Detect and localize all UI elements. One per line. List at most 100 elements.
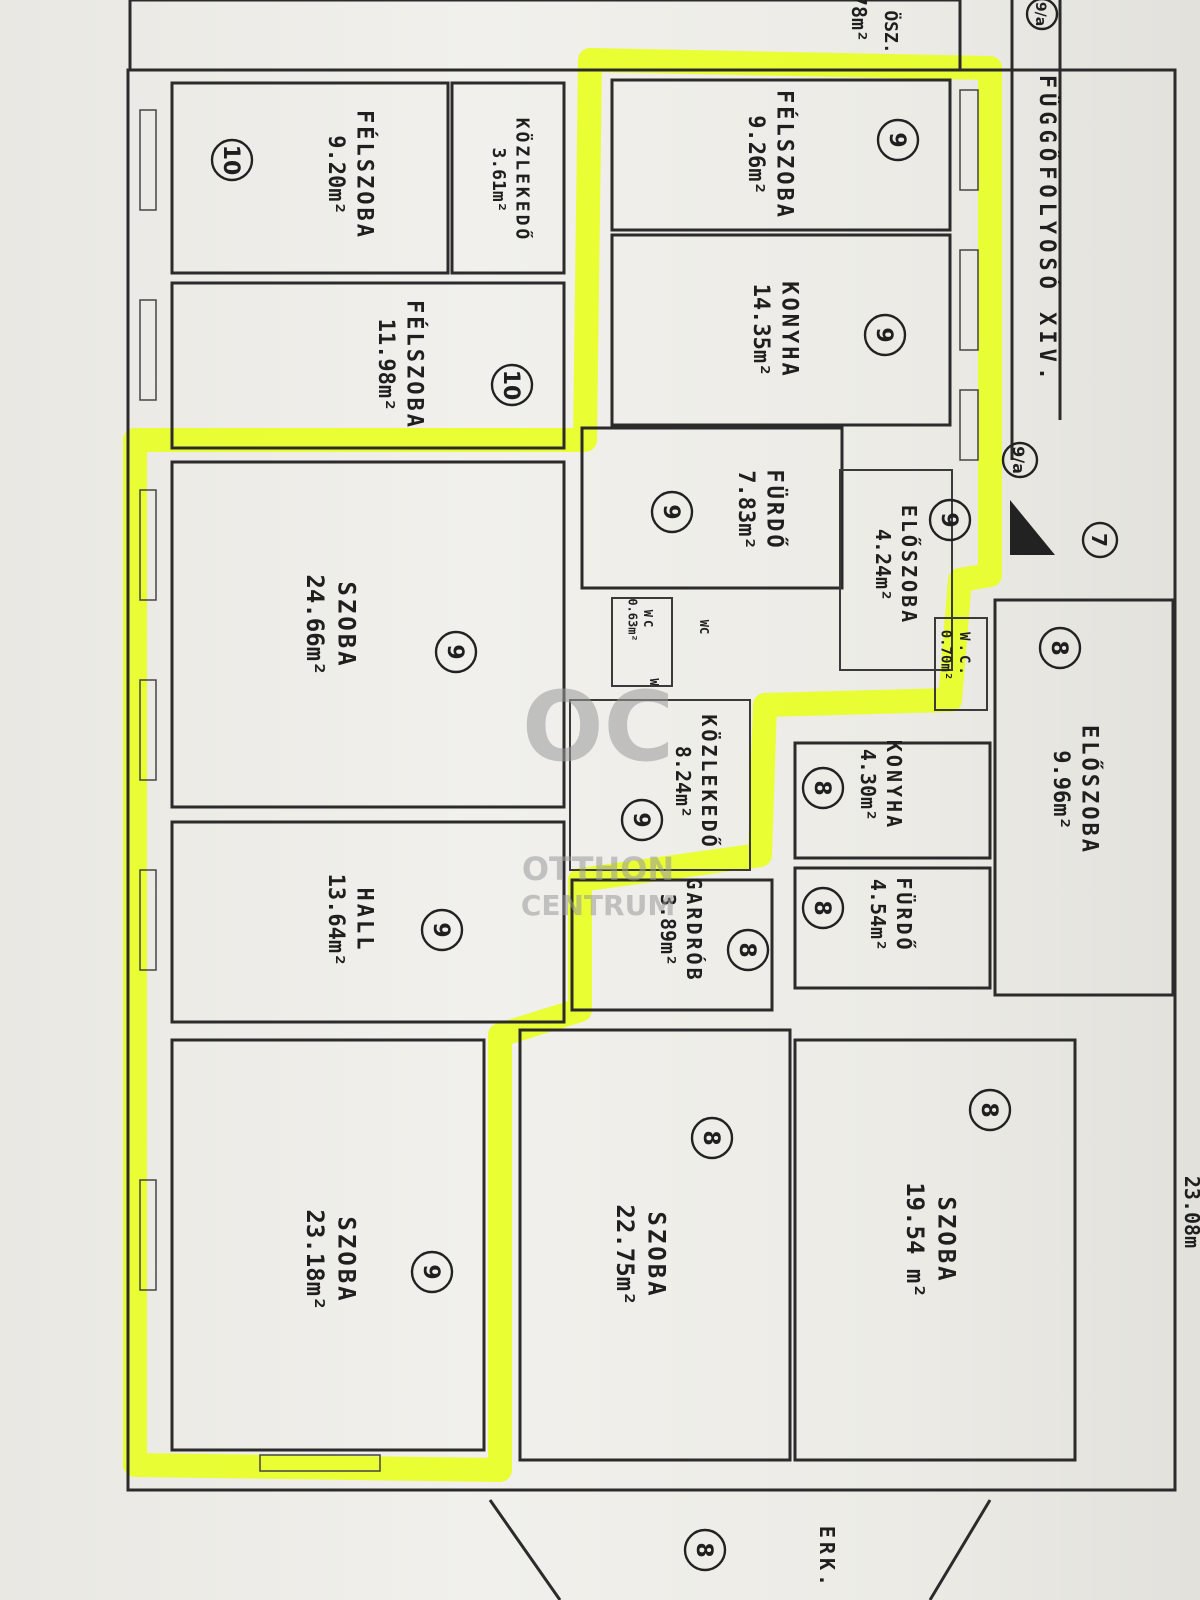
balcony-label: ERK. bbox=[815, 1526, 839, 1590]
wall-felszoba-10b bbox=[170, 281, 566, 450]
wall-gardrob bbox=[570, 878, 774, 1012]
wall-kozlekedo-small bbox=[450, 81, 566, 275]
unit-number: 9 bbox=[936, 512, 961, 527]
wall-top-stub bbox=[128, 0, 962, 72]
unit-number: 8 bbox=[809, 780, 834, 795]
room-area: 14.35m² bbox=[748, 284, 773, 377]
window-5 bbox=[139, 869, 157, 971]
unit-circle bbox=[420, 908, 464, 952]
room-area: 22.75m² bbox=[611, 1204, 639, 1305]
unit-number: 9 bbox=[418, 1264, 443, 1279]
unit-number: 8 bbox=[976, 1102, 1001, 1117]
unit-number: 8 bbox=[698, 1130, 723, 1145]
walls bbox=[126, 0, 1177, 1600]
window-1 bbox=[139, 109, 157, 211]
room-area: 4.54m² bbox=[866, 879, 890, 951]
wc-inner-sub: W bbox=[647, 678, 661, 686]
unit-circle bbox=[968, 1088, 1012, 1132]
room-name: KÖZLEKEDŐ bbox=[511, 118, 533, 243]
wall-wc-8 bbox=[934, 617, 988, 711]
room-name: GARDRÓB bbox=[682, 877, 706, 982]
room-name: ELŐSZOBA bbox=[1077, 725, 1103, 855]
room-name: FÉLSZOBA bbox=[772, 90, 798, 220]
unit-number: 8 bbox=[734, 942, 759, 957]
misc-markers: 9/a 9/a 7 8 FÜGGŐFOLYOSÓ XIV. ERK. 78m² … bbox=[647, 0, 1200, 1590]
partial-area-top: 78m² bbox=[847, 0, 871, 42]
unit-circle bbox=[801, 886, 845, 930]
corridor-label: FÜGGŐFOLYOSÓ XIV. bbox=[1034, 75, 1060, 385]
room-area: 11.98m² bbox=[373, 319, 398, 412]
wall-szoba-22 bbox=[518, 1028, 792, 1462]
room-name: ELŐSZOBA bbox=[897, 505, 921, 625]
wc-inner-label: WC bbox=[697, 620, 711, 634]
watermark-line1: OTTHON bbox=[522, 850, 674, 888]
room-area: 0.70m² bbox=[938, 630, 954, 681]
unit-circle bbox=[620, 798, 664, 842]
unit-number: 8 bbox=[1046, 640, 1071, 655]
room-name: SZOBA bbox=[642, 1211, 670, 1298]
room-name: FÉLSZOBA bbox=[402, 300, 428, 430]
room-area: 24.66m² bbox=[301, 574, 329, 675]
room-area: 4.30m² bbox=[856, 749, 880, 821]
room-name: SZOBA bbox=[932, 1196, 960, 1283]
unit-circle bbox=[1038, 626, 1082, 670]
unit-number: 10 bbox=[218, 145, 243, 176]
unit-number: 10 bbox=[498, 370, 523, 401]
window-r1 bbox=[959, 89, 979, 191]
wall-kozlekedo-9 bbox=[569, 699, 751, 871]
window-6 bbox=[139, 1179, 157, 1291]
marker-balcony: 8 bbox=[691, 1542, 716, 1557]
wall-furdo-9 bbox=[580, 426, 844, 590]
room-16: W.C.0.70m² bbox=[938, 630, 972, 681]
unit-number: 9 bbox=[628, 812, 653, 827]
window-2 bbox=[139, 299, 157, 401]
unit-number: 9 bbox=[658, 504, 683, 519]
room-area: 4.24m² bbox=[871, 529, 895, 601]
partial-area-right: 23.08m bbox=[1180, 1176, 1200, 1248]
room-area: 9.96m² bbox=[1048, 750, 1073, 829]
room-name: HALL bbox=[352, 888, 377, 953]
room-area: 8.24m² bbox=[671, 746, 695, 818]
unit-circle bbox=[928, 498, 972, 542]
unit-circle bbox=[690, 1116, 734, 1160]
room-area: 3.61m² bbox=[488, 147, 509, 212]
wall-eloszoba-9 bbox=[839, 469, 953, 671]
unit-number: 9 bbox=[442, 644, 467, 659]
unit-circle bbox=[210, 138, 254, 182]
watermark-logo: OC bbox=[522, 671, 674, 783]
wall-felszoba-9 bbox=[610, 78, 952, 232]
room-name: SZOBA bbox=[332, 581, 360, 668]
marker-7-circle bbox=[1081, 521, 1119, 559]
wall-wc-small bbox=[611, 597, 673, 687]
marker-9a: 9/a bbox=[1009, 446, 1028, 474]
room-area: 7.83m² bbox=[733, 470, 758, 549]
unit-number: 9 bbox=[428, 922, 453, 937]
wall-szoba-9 bbox=[170, 460, 566, 809]
balcony-lines bbox=[488, 1499, 992, 1600]
room-name: FÜRDŐ bbox=[762, 469, 788, 550]
marker-7: 7 bbox=[1087, 533, 1111, 547]
room-8: WC0.63m² bbox=[626, 598, 656, 641]
room-name: FÜRDŐ bbox=[892, 877, 916, 952]
room-name: W.C. bbox=[956, 632, 972, 678]
wall-szoba-19 bbox=[793, 1038, 1077, 1462]
room-area: 9.26m² bbox=[743, 115, 768, 194]
window-r2 bbox=[959, 249, 979, 351]
unit-circle bbox=[650, 490, 694, 534]
unit-circle bbox=[490, 363, 534, 407]
